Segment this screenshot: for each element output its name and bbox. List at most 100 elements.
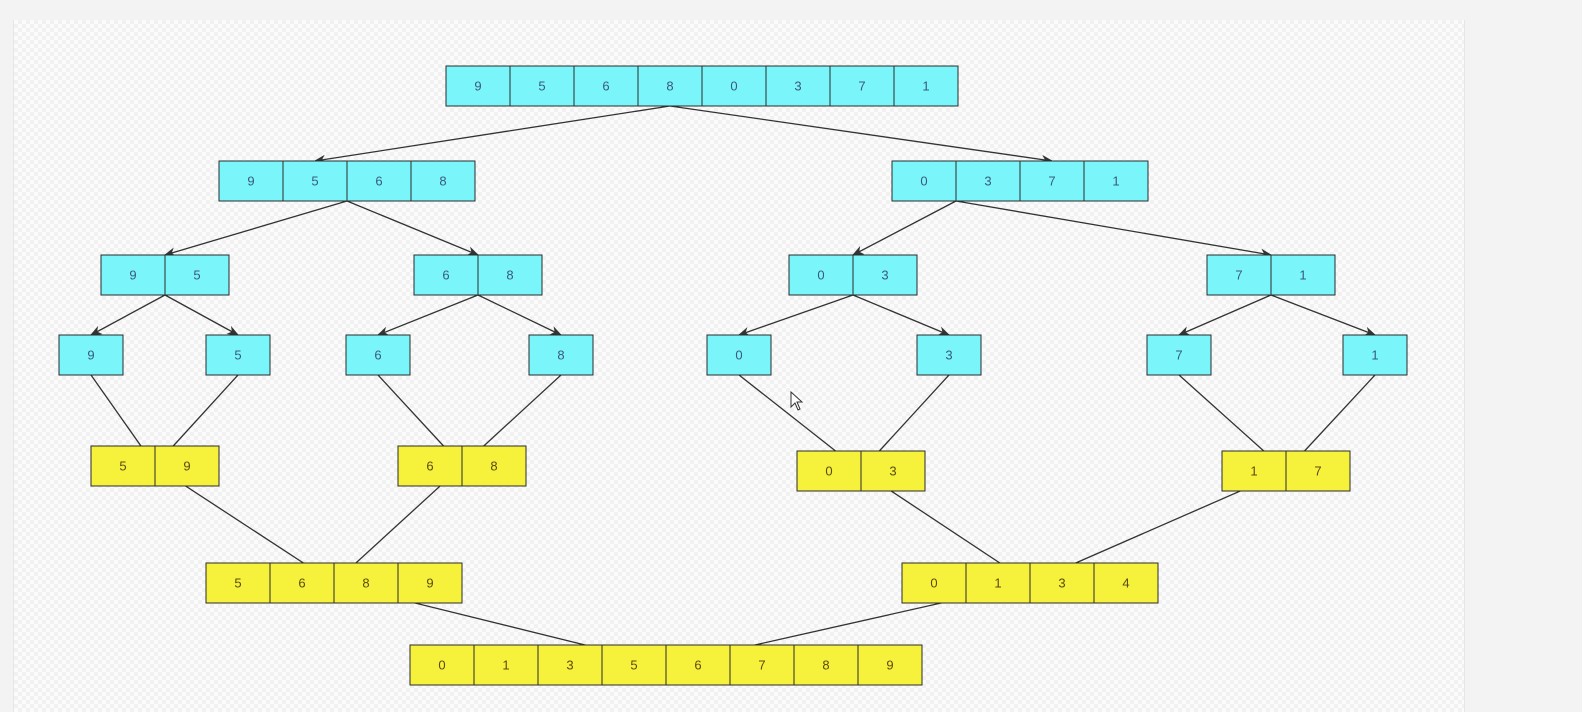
- array-cell-box: [1270, 254, 1336, 296]
- array-cell-value: 3: [984, 174, 991, 189]
- array-cell: 8: [410, 160, 476, 202]
- array-cell: 1: [1083, 160, 1149, 202]
- array-cell-value: 0: [817, 268, 824, 283]
- array-cell-box: [1221, 450, 1287, 492]
- array-cell-box: [1029, 562, 1095, 604]
- array-cell-value: 5: [234, 576, 241, 591]
- array-cell: 7: [1206, 254, 1272, 296]
- array-cell-box: [269, 562, 335, 604]
- split-array-r3-5: 3: [916, 334, 982, 376]
- array-cell: 7: [729, 644, 795, 686]
- arrow: [851, 200, 957, 256]
- array-cell-value: 5: [234, 348, 241, 363]
- array-cell-box: [473, 644, 539, 686]
- array-cell-value: 7: [1314, 464, 1321, 479]
- array-cell-box: [765, 65, 831, 107]
- split-array-r1-0: 9 5 6 8: [218, 160, 476, 202]
- array-cell-value: 9: [129, 268, 136, 283]
- array-cell-box: [573, 65, 639, 107]
- array-cell-value: 0: [438, 658, 445, 673]
- array-cell-box: [637, 65, 703, 107]
- array-cell-box: [1285, 450, 1351, 492]
- array-cell: 6: [346, 160, 412, 202]
- arrow: [164, 294, 240, 336]
- array-cell-value: 5: [630, 658, 637, 673]
- array-cell-value: 8: [666, 79, 673, 94]
- array-cell: 0: [701, 65, 767, 107]
- array-cell-value: 8: [506, 268, 513, 283]
- array-cell-value: 7: [1235, 268, 1242, 283]
- array-cell-value: 8: [439, 174, 446, 189]
- arrow: [1177, 294, 1272, 336]
- array-cell-box: [701, 65, 767, 107]
- arrow: [737, 294, 854, 336]
- array-cell-box: [706, 334, 772, 376]
- array-cell-box: [1083, 160, 1149, 202]
- array-cell: 9: [218, 160, 284, 202]
- array-cell-value: 0: [920, 174, 927, 189]
- array-cell: 8: [461, 445, 527, 487]
- array-cell-value: 1: [1371, 348, 1378, 363]
- array-cell-value: 3: [566, 658, 573, 673]
- array-cell-value: 5: [538, 79, 545, 94]
- array-cell-value: 7: [858, 79, 865, 94]
- array-cell-value: 4: [1122, 576, 1129, 591]
- array-cell-box: [164, 254, 230, 296]
- array-cell: 3: [955, 160, 1021, 202]
- array-cell-value: 0: [825, 464, 832, 479]
- array-cell: 1: [473, 644, 539, 686]
- array-cell: 8: [477, 254, 543, 296]
- array-cell-box: [100, 254, 166, 296]
- arrow: [477, 294, 563, 336]
- array-cell-box: [788, 254, 854, 296]
- array-cell: 8: [333, 562, 399, 604]
- array-cell-value: 7: [1175, 348, 1182, 363]
- array-cell-value: 7: [1048, 174, 1055, 189]
- array-cell-box: [965, 562, 1031, 604]
- array-cell-box: [916, 334, 982, 376]
- array-cell-value: 8: [490, 459, 497, 474]
- array-cell-box: [857, 644, 923, 686]
- array-cell: 1: [1221, 450, 1287, 492]
- split-array-r3-2: 6: [345, 334, 411, 376]
- array-cell: 8: [528, 334, 594, 376]
- array-cell: 6: [397, 445, 463, 487]
- array-cell-value: 8: [362, 576, 369, 591]
- array-cell-value: 9: [183, 459, 190, 474]
- array-cell: 0: [706, 334, 772, 376]
- array-cell: 6: [573, 65, 639, 107]
- array-cell: 7: [1019, 160, 1085, 202]
- array-cell-box: [852, 254, 918, 296]
- array-cell-value: 5: [193, 268, 200, 283]
- array-cell-box: [410, 160, 476, 202]
- array-cell-value: 0: [735, 348, 742, 363]
- array-cell: 9: [100, 254, 166, 296]
- array-cell-value: 1: [1250, 464, 1257, 479]
- array-cell-value: 6: [602, 79, 609, 94]
- array-cell-box: [397, 562, 463, 604]
- arrow: [346, 200, 480, 256]
- array-cell: 9: [58, 334, 124, 376]
- array-cell-value: 9: [426, 576, 433, 591]
- split-array-r3-3: 8: [528, 334, 594, 376]
- array-cell-value: 5: [119, 459, 126, 474]
- array-cell-value: 8: [822, 658, 829, 673]
- array-cell-value: 1: [1112, 174, 1119, 189]
- array-cell: 5: [282, 160, 348, 202]
- array-cell-value: 5: [311, 174, 318, 189]
- arrow: [852, 294, 951, 336]
- array-cell-box: [445, 65, 511, 107]
- array-cell-box: [793, 644, 859, 686]
- array-cell: 0: [796, 450, 862, 492]
- array-cell: 8: [637, 65, 703, 107]
